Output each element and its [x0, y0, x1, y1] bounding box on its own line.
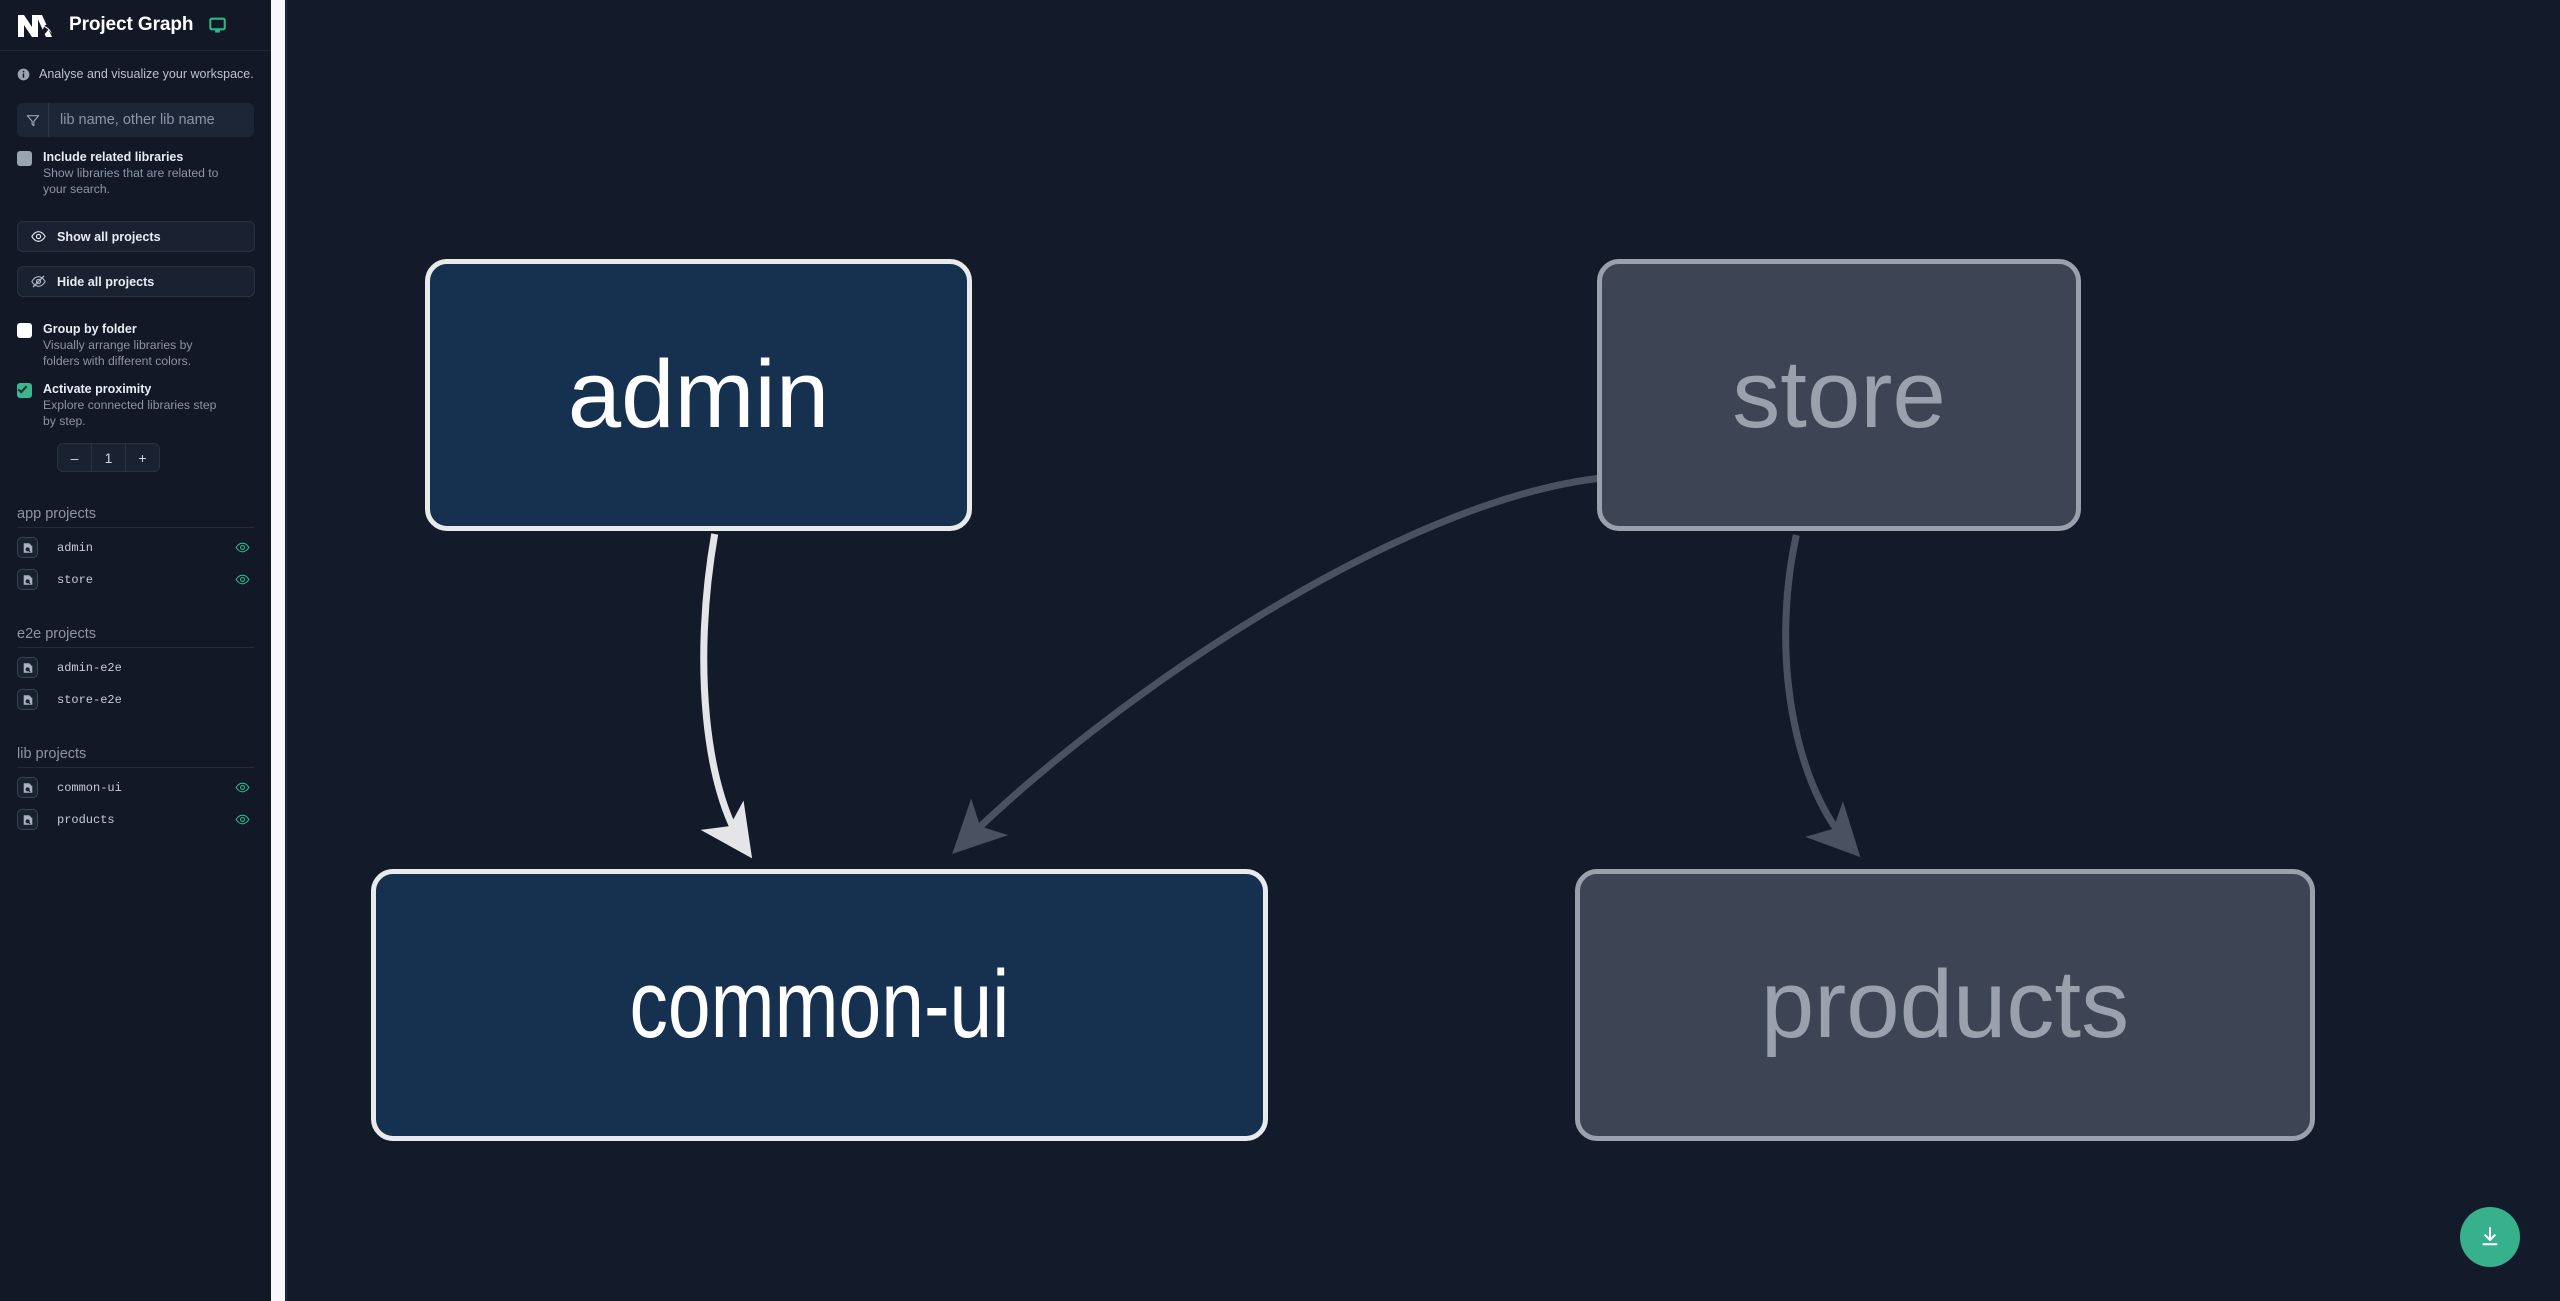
project-name: admin-e2e — [57, 660, 122, 675]
eye-icon[interactable] — [235, 540, 250, 555]
include-related-libraries-checkbox[interactable] — [17, 151, 32, 166]
graph-edges — [700, 474, 1861, 859]
eye-icon[interactable] — [235, 780, 250, 795]
sidebar-header: Project Graph — [0, 0, 271, 51]
project-name: store — [57, 572, 94, 587]
funnel-icon — [17, 103, 49, 137]
search-input[interactable] — [49, 103, 254, 137]
tagline: Analyse and visualize your workspace. — [0, 51, 271, 81]
check-icon — [17, 383, 28, 394]
search-bar[interactable] — [17, 103, 254, 137]
include-related-libraries-option[interactable]: Include related libraries Show libraries… — [17, 149, 254, 197]
graph-node-label: common-ui — [629, 951, 1010, 1058]
divider — [17, 647, 254, 648]
proximity-increment-button[interactable]: + — [138, 449, 147, 466]
divider — [17, 527, 254, 528]
edge-store-to-products — [1782, 534, 1861, 858]
sidebar: Project Graph Analyse and visualize your… — [0, 0, 285, 1301]
graph-node-label: products — [1760, 951, 2130, 1058]
project-icon — [17, 657, 38, 678]
sidebar-scrollbar[interactable] — [271, 0, 285, 1301]
eye-icon[interactable] — [235, 572, 250, 587]
project-group-title: app projects — [17, 506, 96, 522]
group-by-folder-checkbox[interactable] — [17, 323, 32, 338]
sidebar-project-admin[interactable]: admin — [17, 535, 254, 560]
sidebar-divider — [286, 0, 287, 1301]
project-name: admin — [57, 540, 94, 555]
eye-off-icon — [31, 275, 46, 288]
stepper-divider — [91, 444, 92, 471]
project-group-title: lib projects — [17, 746, 87, 762]
sidebar-project-store[interactable]: store — [17, 567, 254, 592]
edge-admin-to-common-ui — [700, 533, 753, 859]
graph-node-products[interactable]: products — [1575, 869, 2315, 1141]
show-all-projects-button[interactable]: Show all projects — [17, 221, 255, 252]
activate-proximity-label: Activate proximity — [43, 382, 152, 396]
project-group-e2e: e2e projects admin-e2e — [17, 626, 254, 712]
nx-logo-icon — [17, 12, 53, 38]
eye-icon — [31, 231, 46, 242]
sidebar-project-products[interactable]: products — [17, 807, 254, 832]
hide-all-projects-label: Hide all projects — [57, 274, 155, 289]
project-icon — [17, 809, 38, 830]
project-name: store-e2e — [57, 692, 122, 707]
info-icon — [17, 68, 30, 81]
project-name: common-ui — [57, 780, 122, 795]
project-name: products — [57, 812, 115, 827]
include-related-libraries-description: Show libraries that are related to your … — [43, 166, 219, 196]
graph-node-common-ui[interactable]: common-ui — [371, 869, 1268, 1141]
activate-proximity-option[interactable]: Activate proximity Explore connected lib… — [17, 381, 254, 429]
show-all-projects-label: Show all projects — [57, 229, 161, 244]
eye-icon[interactable] — [235, 812, 250, 827]
proximity-decrement-button[interactable]: – — [70, 449, 79, 466]
project-group-lib: lib projects common-ui — [17, 746, 254, 832]
include-related-libraries-label: Include related libraries — [43, 150, 184, 164]
proximity-value: 1 — [104, 449, 113, 466]
graph-node-admin[interactable]: admin — [425, 259, 972, 531]
monitor-icon[interactable] — [209, 17, 227, 34]
project-group-app: app projects admin — [17, 506, 254, 592]
project-icon — [17, 537, 38, 558]
divider — [17, 767, 254, 768]
app-title: Project Graph — [69, 14, 194, 35]
sidebar-project-admin-e2e[interactable]: admin-e2e — [17, 655, 254, 680]
project-graph-canvas[interactable]: admin store common-ui products — [272, 0, 2560, 1301]
sidebar-project-common-ui[interactable]: common-ui — [17, 775, 254, 800]
download-image-button[interactable] — [2460, 1207, 2520, 1267]
group-by-folder-label: Group by folder — [43, 322, 137, 336]
graph-node-label: store — [1732, 341, 1946, 448]
hide-all-projects-button[interactable]: Hide all projects — [17, 266, 255, 297]
activate-proximity-description: Explore connected libraries step by step… — [43, 398, 217, 428]
graph-node-store[interactable]: store — [1597, 259, 2081, 531]
project-group-title: e2e projects — [17, 626, 96, 642]
group-by-folder-description: Visually arrange libraries by folders wi… — [43, 338, 193, 368]
tagline-text: Analyse and visualize your workspace. — [39, 67, 254, 81]
stepper-divider — [125, 444, 126, 471]
sidebar-project-store-e2e[interactable]: store-e2e — [17, 687, 254, 712]
project-icon — [17, 777, 38, 798]
activate-proximity-checkbox[interactable] — [17, 383, 32, 398]
project-icon — [17, 569, 38, 590]
proximity-stepper[interactable]: – 1 + — [57, 443, 160, 472]
group-by-folder-option[interactable]: Group by folder Visually arrange librari… — [17, 321, 254, 369]
edge-store-to-common-ui — [952, 474, 1603, 854]
graph-node-label: admin — [567, 341, 830, 448]
project-icon — [17, 689, 38, 710]
download-icon — [2482, 1227, 2498, 1246]
